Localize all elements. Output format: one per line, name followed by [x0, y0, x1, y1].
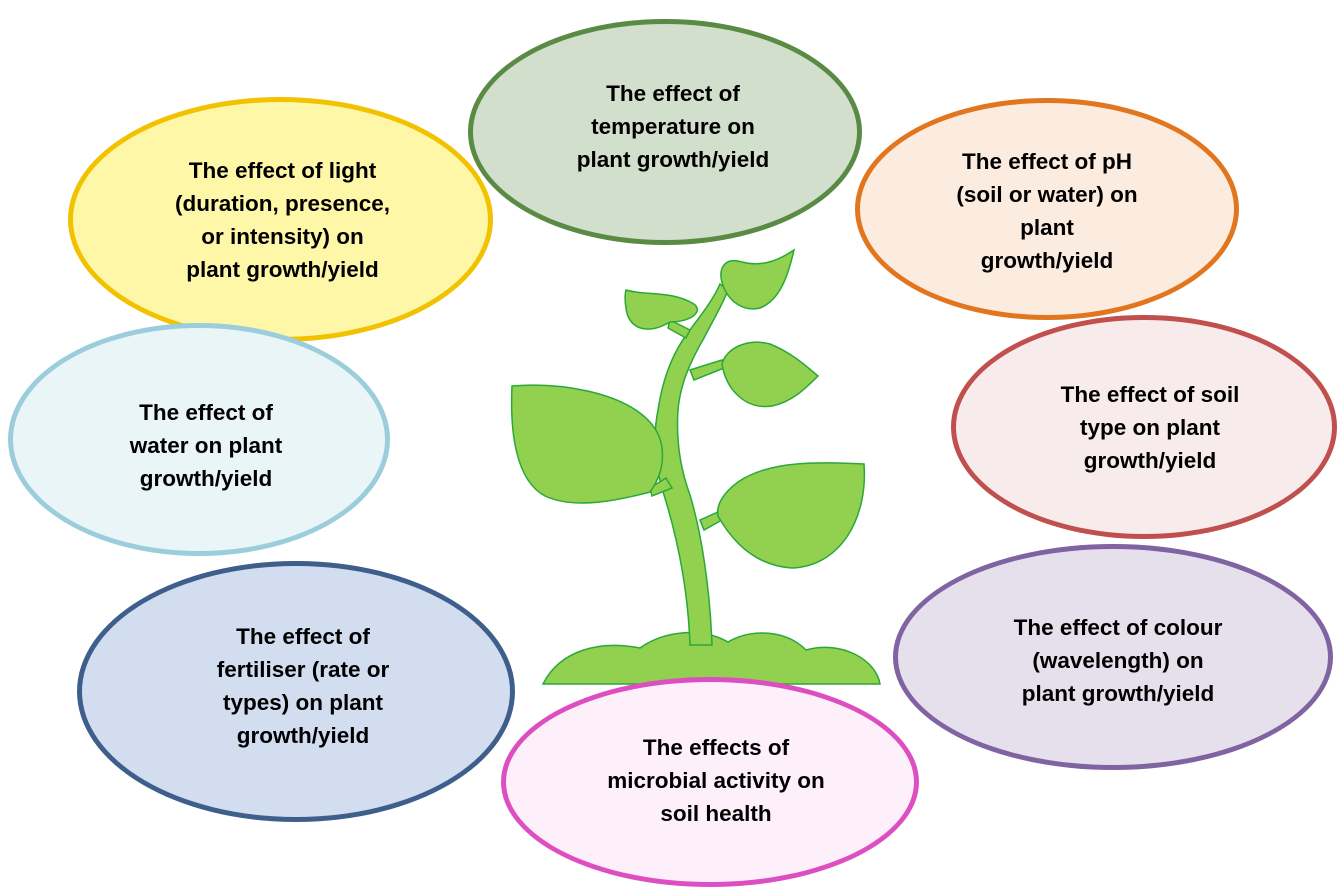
bubble-water: The effect of water on plant growth/yiel…: [8, 323, 390, 556]
bubble-soil-type-text: The effect of soil type on plant growth/…: [1060, 381, 1240, 473]
bubble-microbial: The effects of microbial activity on soi…: [501, 677, 919, 887]
bubble-colour-text: The effect of colour (wavelength) on pla…: [1013, 614, 1223, 706]
bubble-ph-text: The effect of pH (soil or water) on plan…: [956, 149, 1138, 273]
soil-mound: [541, 631, 881, 685]
leaf-top: [720, 248, 796, 310]
plant-stem: [654, 282, 729, 646]
leaf-large-right: [716, 462, 866, 569]
plant-branch-upper-left: [667, 318, 692, 340]
plant-branch-mid-right: [689, 359, 725, 381]
bubble-fertiliser: The effect of fertiliser (rate or types)…: [77, 561, 515, 822]
bubble-microbial-text: The effects of microbial activity on soi…: [607, 734, 825, 826]
leaf-upper-left: [624, 289, 699, 330]
bubble-water-text: The effect of water on plant growth/yiel…: [129, 400, 283, 491]
leaf-mid-right: [721, 341, 820, 408]
bubble-light: The effect of light (duration, presence,…: [68, 97, 493, 342]
bubble-temperature: The effect of temperature on plant growt…: [468, 19, 862, 245]
bubble-ph: The effect of pH (soil or water) on plan…: [855, 98, 1239, 320]
bubble-light-text: The effect of light (duration, presence,…: [174, 157, 391, 282]
leaf-large-left: [510, 384, 664, 504]
bubble-colour: The effect of colour (wavelength) on pla…: [893, 544, 1333, 770]
bubble-temperature-text: The effect of temperature on plant growt…: [576, 80, 770, 172]
bubble-fertiliser-text: The effect of fertiliser (rate or types)…: [216, 623, 390, 748]
bubble-soil-type: The effect of soil type on plant growth/…: [951, 315, 1337, 539]
